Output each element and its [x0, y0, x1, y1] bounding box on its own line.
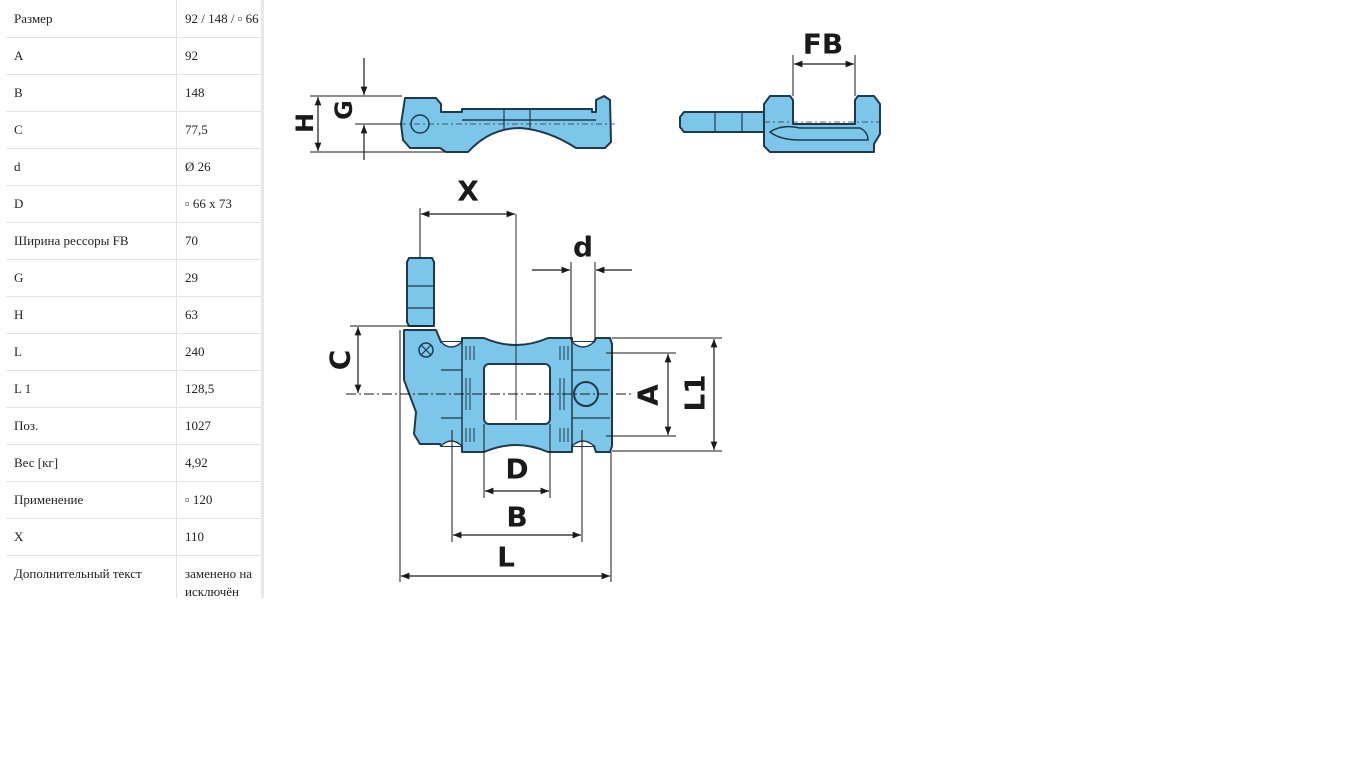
- table-row: H 63: [6, 296, 261, 334]
- dim-label-l: L: [497, 541, 515, 574]
- top-view-notch: [571, 341, 595, 348]
- spec-key: G: [6, 259, 177, 297]
- table-row: Поз. 1027: [6, 407, 261, 445]
- spec-key: Ширина рессоры FB: [6, 222, 177, 260]
- dim-label-a: A: [632, 384, 665, 406]
- dim-label-b: B: [506, 501, 527, 534]
- table-row: D ▫ 66 x 73: [6, 185, 261, 223]
- dim-label-d: d: [573, 231, 593, 264]
- spec-value: 29: [176, 259, 261, 297]
- spec-value: 92 / 148 / ▫ 66: [176, 0, 261, 38]
- spec-value-line: заменено на: [185, 566, 253, 581]
- spec-value: 92: [176, 37, 261, 75]
- spec-value: 63: [176, 296, 261, 334]
- dim-label-fb: FB: [803, 28, 843, 61]
- spec-key: X: [6, 518, 177, 556]
- spec-key: D: [6, 185, 177, 223]
- dim-label-c: C: [324, 350, 357, 371]
- spec-key: Размер: [6, 0, 177, 38]
- spec-key: Поз.: [6, 407, 177, 445]
- spec-key: Применение: [6, 481, 177, 519]
- end-view-stud: [679, 111, 765, 133]
- dim-label-h: H: [291, 113, 319, 133]
- spec-value: 70: [176, 222, 261, 260]
- dim-label-x: X: [457, 175, 479, 208]
- top-view-stud: [406, 257, 435, 327]
- spec-key: L 1: [6, 370, 177, 408]
- table-row: Дополнительный текст заменено на исключё…: [6, 555, 261, 598]
- spec-value: 110: [176, 518, 261, 556]
- dim-label-l1: L1: [679, 374, 712, 411]
- spec-key: L: [6, 333, 177, 371]
- side-view-drawing: H G: [291, 58, 615, 160]
- spec-key: Дополнительный текст: [6, 555, 177, 598]
- top-view-hatching: [465, 346, 569, 442]
- spec-value: 148: [176, 74, 261, 112]
- spec-key: Вес [кг]: [6, 444, 177, 482]
- table-row: L 1 128,5: [6, 370, 261, 408]
- table-row: G 29: [6, 259, 261, 297]
- spec-value: 1027: [176, 407, 261, 445]
- spec-value: Ø 26: [176, 148, 261, 186]
- spec-key: C: [6, 111, 177, 149]
- spec-value: ▫ 66 x 73: [176, 185, 261, 223]
- side-view-body: [400, 95, 612, 153]
- spec-panel: Размер 92 / 148 / ▫ 66 A 92 B 148 C 77,5…: [6, 0, 264, 598]
- spec-value-line: исключён: [185, 584, 240, 598]
- spec-table: Размер 92 / 148 / ▫ 66 A 92 B 148 C 77,5…: [6, 0, 261, 598]
- dim-label-g: G: [330, 100, 358, 120]
- end-view-body: [763, 95, 881, 153]
- top-view-notch: [571, 440, 595, 447]
- spec-key: H: [6, 296, 177, 334]
- table-row: C 77,5: [6, 111, 261, 149]
- table-row: Размер 92 / 148 / ▫ 66: [6, 0, 261, 38]
- technical-drawing: H G FB: [291, 28, 881, 582]
- top-view-bolt: [420, 344, 432, 356]
- table-row: X 110: [6, 518, 261, 556]
- table-row: Вес [кг] 4,92: [6, 444, 261, 482]
- spec-key: B: [6, 74, 177, 112]
- table-row: Применение ▫ 120: [6, 481, 261, 519]
- spec-value: заменено на исключён: [176, 555, 261, 598]
- end-view-drawing: FB: [679, 28, 881, 153]
- table-row: A 92: [6, 37, 261, 75]
- spec-value: 4,92: [176, 444, 261, 482]
- table-row: B 148: [6, 74, 261, 112]
- spec-value: 77,5: [176, 111, 261, 149]
- table-row: d Ø 26: [6, 148, 261, 186]
- spec-value: ▫ 120: [176, 481, 261, 519]
- top-view-notch: [440, 341, 463, 348]
- end-view-edge: [768, 125, 869, 141]
- spec-value: 128,5: [176, 370, 261, 408]
- dim-label-d-square: D: [505, 453, 528, 486]
- top-view-drawing: X d C A L1 D: [324, 175, 722, 582]
- spec-key: A: [6, 37, 177, 75]
- spec-key: d: [6, 148, 177, 186]
- table-row: Ширина рессоры FB 70: [6, 222, 261, 260]
- table-row: L 240: [6, 333, 261, 371]
- spec-value: 240: [176, 333, 261, 371]
